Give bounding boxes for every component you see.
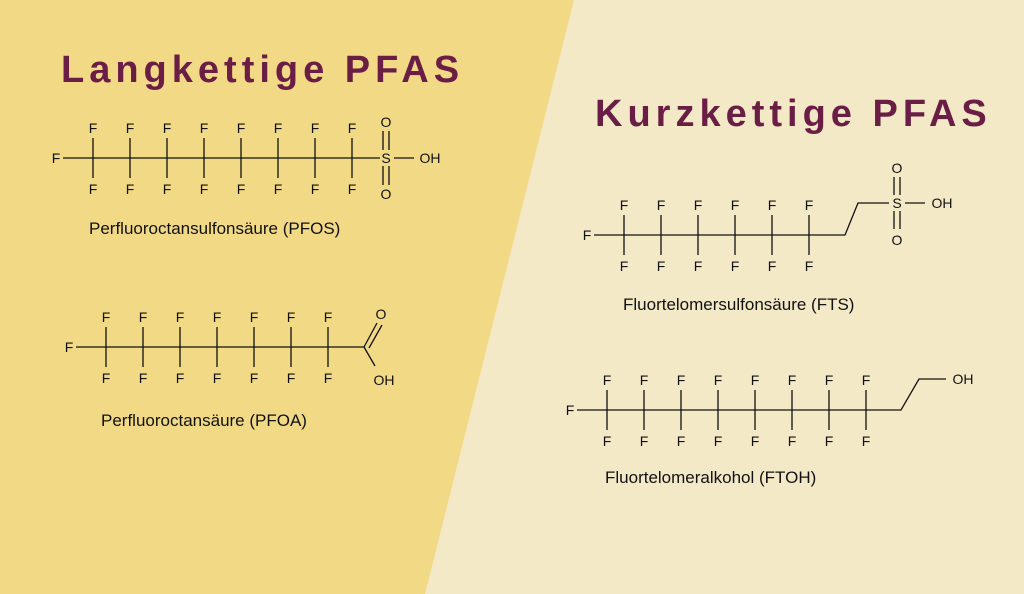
- fluorine-atom: F: [102, 370, 111, 386]
- fluorine-atom: F: [163, 120, 172, 136]
- bond-line: [368, 324, 383, 349]
- fluorine-atom: F: [788, 433, 797, 449]
- fts-caption: Fluortelomersulfonsäure (FTS): [623, 295, 855, 314]
- hydroxyl-group: OH: [374, 372, 395, 388]
- fluorine-atom: F: [139, 370, 148, 386]
- short-chain-title: Kurzkettige PFAS: [595, 93, 992, 135]
- fluorine-atom: F: [566, 402, 575, 418]
- fluorine-atom: F: [694, 197, 703, 213]
- fluorine-atom: F: [731, 197, 740, 213]
- fluorine-atom: F: [213, 370, 222, 386]
- fluorine-atom: F: [274, 181, 283, 197]
- fluorine-atom: F: [52, 150, 61, 166]
- fluorine-atom: F: [176, 309, 185, 325]
- fluorine-atom: F: [640, 372, 649, 388]
- fluorine-atom: F: [657, 258, 666, 274]
- sulfur-atom: S: [381, 150, 390, 166]
- fluorine-atom: F: [677, 433, 686, 449]
- fluorine-atom: F: [237, 120, 246, 136]
- bond-line: [809, 202, 889, 236]
- fluorine-atom: F: [126, 120, 135, 136]
- fluorine-atom: F: [163, 181, 172, 197]
- fluorine-atom: F: [862, 372, 871, 388]
- fluorine-atom: F: [89, 181, 98, 197]
- fluorine-atom: F: [126, 181, 135, 197]
- fluorine-atom: F: [825, 433, 834, 449]
- fluorine-atom: F: [200, 181, 209, 197]
- fluorine-atom: F: [583, 227, 592, 243]
- oxygen-atom: O: [381, 186, 392, 202]
- fluorine-atom: F: [714, 433, 723, 449]
- sulfur-atom: S: [892, 195, 901, 211]
- fluorine-atom: F: [311, 120, 320, 136]
- hydroxyl-group: OH: [953, 371, 974, 387]
- fluorine-atom: F: [287, 309, 296, 325]
- fluorine-atom: F: [788, 372, 797, 388]
- oxygen-atom: O: [892, 160, 903, 176]
- oxygen-atom: O: [381, 114, 392, 130]
- fluorine-atom: F: [731, 258, 740, 274]
- fluorine-atom: F: [805, 258, 814, 274]
- oxygen-atom: O: [376, 306, 387, 322]
- fluorine-atom: F: [714, 372, 723, 388]
- fluorine-atom: F: [694, 258, 703, 274]
- bond-line: [866, 378, 946, 411]
- hydroxyl-group: OH: [932, 195, 953, 211]
- fluorine-atom: F: [751, 372, 760, 388]
- fluorine-atom: F: [825, 372, 834, 388]
- fluorine-atom: F: [65, 339, 74, 355]
- fluorine-atom: F: [311, 181, 320, 197]
- fluorine-atom: F: [751, 433, 760, 449]
- fluorine-atom: F: [213, 309, 222, 325]
- bond-line: [363, 322, 378, 348]
- fluorine-atom: F: [89, 120, 98, 136]
- fluorine-atom: F: [274, 120, 283, 136]
- fluorine-atom: F: [603, 433, 612, 449]
- fluorine-atom: F: [348, 120, 357, 136]
- fluorine-atom: F: [102, 309, 111, 325]
- bond-line: [363, 346, 376, 367]
- fluorine-atom: F: [250, 370, 259, 386]
- long-chain-title: Langkettige PFAS: [61, 49, 465, 91]
- fluorine-atom: F: [176, 370, 185, 386]
- fluorine-atom: F: [677, 372, 686, 388]
- fluorine-atom: F: [603, 372, 612, 388]
- pfos-caption: Perfluoroctansulfonsäure (PFOS): [89, 219, 341, 238]
- fluorine-atom: F: [287, 370, 296, 386]
- fluorine-atom: F: [620, 258, 629, 274]
- fluorine-atom: F: [324, 309, 333, 325]
- fluorine-atom: F: [139, 309, 148, 325]
- fluorine-atom: F: [657, 197, 666, 213]
- fluorine-atom: F: [324, 370, 333, 386]
- fluorine-atom: F: [348, 181, 357, 197]
- pfoa-caption: Perfluoroctansäure (PFOA): [101, 411, 307, 430]
- fluorine-atom: F: [620, 197, 629, 213]
- fluorine-atom: F: [768, 197, 777, 213]
- ftoh-caption: Fluortelomeralkohol (FTOH): [605, 468, 817, 487]
- fluorine-atom: F: [805, 197, 814, 213]
- fluorine-atom: F: [862, 433, 871, 449]
- fluorine-atom: F: [768, 258, 777, 274]
- fluorine-atom: F: [200, 120, 209, 136]
- fluorine-atom: F: [640, 433, 649, 449]
- fluorine-atom: F: [237, 181, 246, 197]
- oxygen-atom: O: [892, 232, 903, 248]
- fluorine-atom: F: [250, 309, 259, 325]
- hydroxyl-group: OH: [420, 150, 441, 166]
